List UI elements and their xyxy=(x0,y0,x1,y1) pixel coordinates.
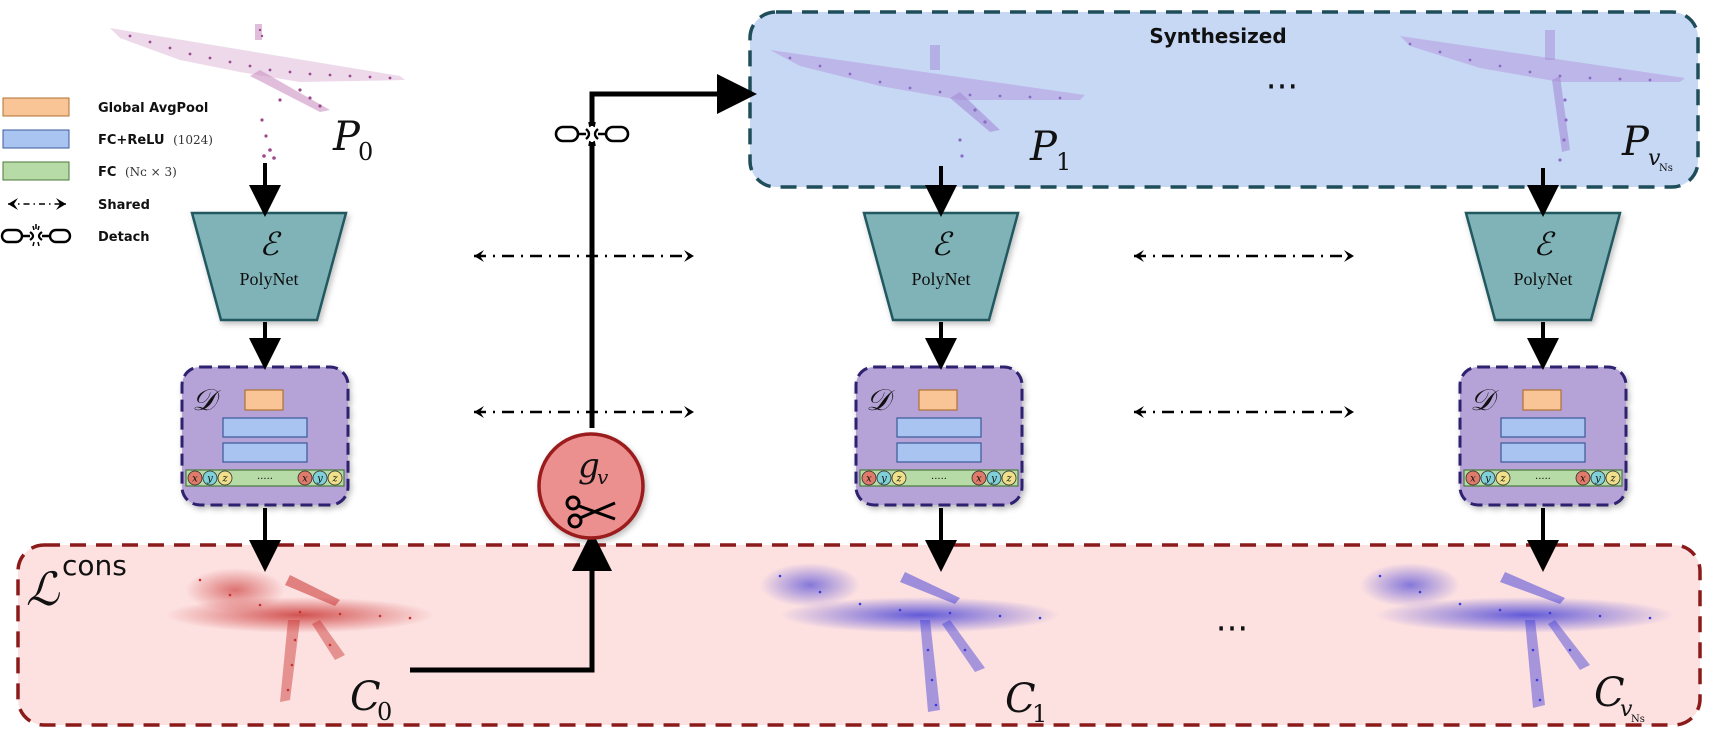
decoder-fc-relu-block-1 xyxy=(896,417,982,438)
svg-text:y: y xyxy=(206,474,213,485)
svg-text:Ns: Ns xyxy=(1659,163,1673,174)
svg-text:P: P xyxy=(1029,124,1058,170)
svg-text:0: 0 xyxy=(377,698,392,726)
svg-text:1: 1 xyxy=(1032,700,1047,728)
encoder-symbol: ℰ xyxy=(259,225,282,263)
encoder-symbol: ℰ xyxy=(931,225,954,263)
encoder-col0: ℰ PolyNet xyxy=(190,211,348,322)
svg-text:x: x xyxy=(192,474,198,485)
loss-label: ℒ xyxy=(26,562,60,616)
decoder-fc-relu-block-2 xyxy=(896,442,982,463)
gv-flow xyxy=(410,74,757,673)
svg-text:z: z xyxy=(1005,474,1012,485)
svg-text:v: v xyxy=(1620,697,1633,722)
svg-text:x: x xyxy=(302,474,308,485)
legend: Global AvgPool FC+ReLU (1024) FC (Nᴄ × 3… xyxy=(0,97,213,247)
output-point-cloud-c0 xyxy=(165,568,435,702)
svg-text:x: x xyxy=(866,474,872,485)
svg-text:z: z xyxy=(221,474,228,485)
svg-text:z: z xyxy=(331,474,338,485)
input-label-p0: P 0 xyxy=(332,114,373,166)
encoder-col2: ℰ PolyNet xyxy=(1464,211,1622,322)
svg-text:·····: ····· xyxy=(1535,474,1551,485)
legend-label-fc-relu: FC+ReLU (1024) xyxy=(98,133,213,148)
input-point-cloud-pvns xyxy=(1400,30,1685,162)
svg-text:C: C xyxy=(1594,670,1625,716)
svg-text:·····: ····· xyxy=(931,474,947,485)
svg-text:x: x xyxy=(976,474,982,485)
encoder-col1: ℰ PolyNet xyxy=(862,211,1020,322)
legend-label-fc: FC (Nᴄ × 3) xyxy=(98,165,177,180)
output-label-c1: C 1 xyxy=(1005,676,1047,728)
encoder-name: PolyNet xyxy=(239,269,298,289)
decoder-fc-relu-block-2 xyxy=(222,442,308,463)
broken-chain-icon xyxy=(0,224,72,247)
legend-swatch-avgpool xyxy=(2,97,70,117)
gv-node: g v xyxy=(537,432,645,540)
svg-text:z: z xyxy=(1609,474,1616,485)
svg-text:Ns: Ns xyxy=(1631,714,1645,725)
synthesized-title: Synthesized xyxy=(1149,24,1286,48)
synthesized-ellipsis: ··· xyxy=(1266,67,1298,107)
decoder-col0: 𝒟 x y z ····· x y z xyxy=(180,365,350,507)
legend-label-shared: Shared xyxy=(98,198,150,213)
legend-swatch-fc xyxy=(2,161,70,181)
svg-text:P: P xyxy=(332,114,361,160)
svg-text:z: z xyxy=(1499,474,1506,485)
gv-label: g xyxy=(578,446,600,486)
svg-text:C: C xyxy=(1005,676,1036,722)
input-point-cloud-p1 xyxy=(770,45,1085,158)
input-label-pvns: P v Ns xyxy=(1621,119,1673,174)
svg-text:1: 1 xyxy=(1056,148,1071,176)
svg-text:x: x xyxy=(1580,474,1586,485)
output-point-cloud-c1 xyxy=(760,563,1060,712)
decoder-fc-relu-block-1 xyxy=(1500,417,1586,438)
input-label-p1: P 1 xyxy=(1029,124,1071,176)
decoder-fc-relu-block-2 xyxy=(1500,442,1586,463)
decoder-avgpool-block xyxy=(1522,389,1562,411)
svg-text:·····: ····· xyxy=(257,474,273,485)
svg-text:y: y xyxy=(880,474,887,485)
legend-swatch-fc-relu xyxy=(2,129,70,149)
synthesized-box xyxy=(748,10,1700,189)
loss-superscript: cons xyxy=(62,549,127,582)
svg-text:y: y xyxy=(316,474,323,485)
p0-dots xyxy=(128,28,392,160)
input-point-cloud-p0 xyxy=(110,24,405,160)
output-label-cvns: C v Ns xyxy=(1594,670,1645,725)
flow-arrows xyxy=(249,163,1559,572)
decoder-fc-relu-block-1 xyxy=(222,417,308,438)
output-point-cloud-cvns xyxy=(1360,563,1675,708)
decoder-col2: 𝒟 x y z ····· x y z xyxy=(1458,365,1628,507)
encoder-symbol: ℰ xyxy=(1533,225,1556,263)
svg-text:P: P xyxy=(1621,119,1650,165)
encoder-name: PolyNet xyxy=(911,269,970,289)
output-ellipsis: ··· xyxy=(1216,609,1248,649)
broken-chain-icon xyxy=(554,120,650,147)
output-label-c0: C 0 xyxy=(350,674,392,726)
scissors-icon xyxy=(565,495,616,529)
svg-text:z: z xyxy=(895,474,902,485)
gv-label-sub: v xyxy=(597,465,609,489)
consistency-loss-box xyxy=(16,543,1702,727)
legend-label-detach: Detach xyxy=(98,230,150,245)
legend-label-avgpool: Global AvgPool xyxy=(98,101,208,116)
svg-text:C: C xyxy=(350,674,381,720)
encoder-name: PolyNet xyxy=(1513,269,1572,289)
decoder-avgpool-block xyxy=(918,389,958,411)
svg-text:0: 0 xyxy=(358,138,373,166)
decoder-col1: 𝒟 x y z ····· x y z xyxy=(854,365,1024,507)
svg-text:y: y xyxy=(1594,474,1601,485)
svg-text:v: v xyxy=(1648,146,1661,171)
shared-arrows xyxy=(474,250,1354,418)
svg-text:y: y xyxy=(990,474,997,485)
svg-text:x: x xyxy=(1470,474,1476,485)
decoder-avgpool-block xyxy=(244,389,284,411)
svg-text:y: y xyxy=(1484,474,1491,485)
